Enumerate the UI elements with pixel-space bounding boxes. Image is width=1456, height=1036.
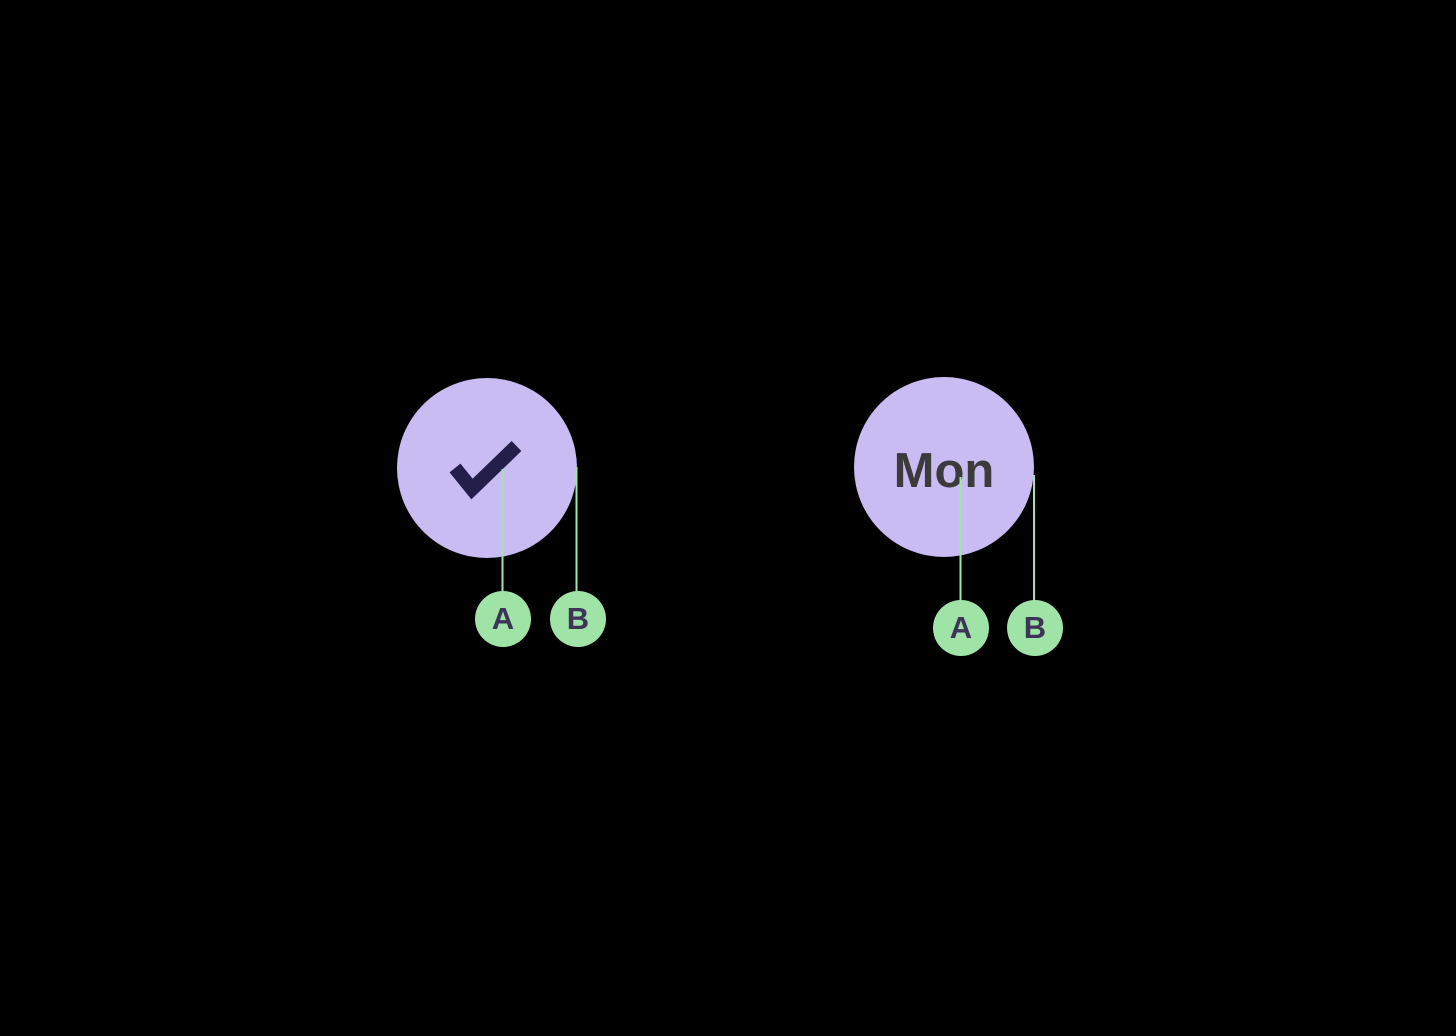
leaf-check-a[interactable]: A	[475, 591, 531, 647]
leaf-mon-a[interactable]: A	[933, 600, 989, 656]
checkmark-icon	[449, 440, 522, 500]
node-mon[interactable]: Mon	[854, 377, 1034, 557]
leaf-mon-b[interactable]: B	[1007, 600, 1063, 656]
leaf-check-a-label: A	[491, 601, 515, 636]
leaf-mon-b-label: B	[1023, 610, 1047, 645]
leaf-check-b[interactable]: B	[550, 591, 606, 647]
node-check[interactable]	[397, 378, 577, 558]
leaf-check-b-label: B	[566, 601, 590, 636]
node-mon-label: Mon	[893, 444, 995, 498]
leaf-mon-a-label: A	[949, 610, 973, 645]
